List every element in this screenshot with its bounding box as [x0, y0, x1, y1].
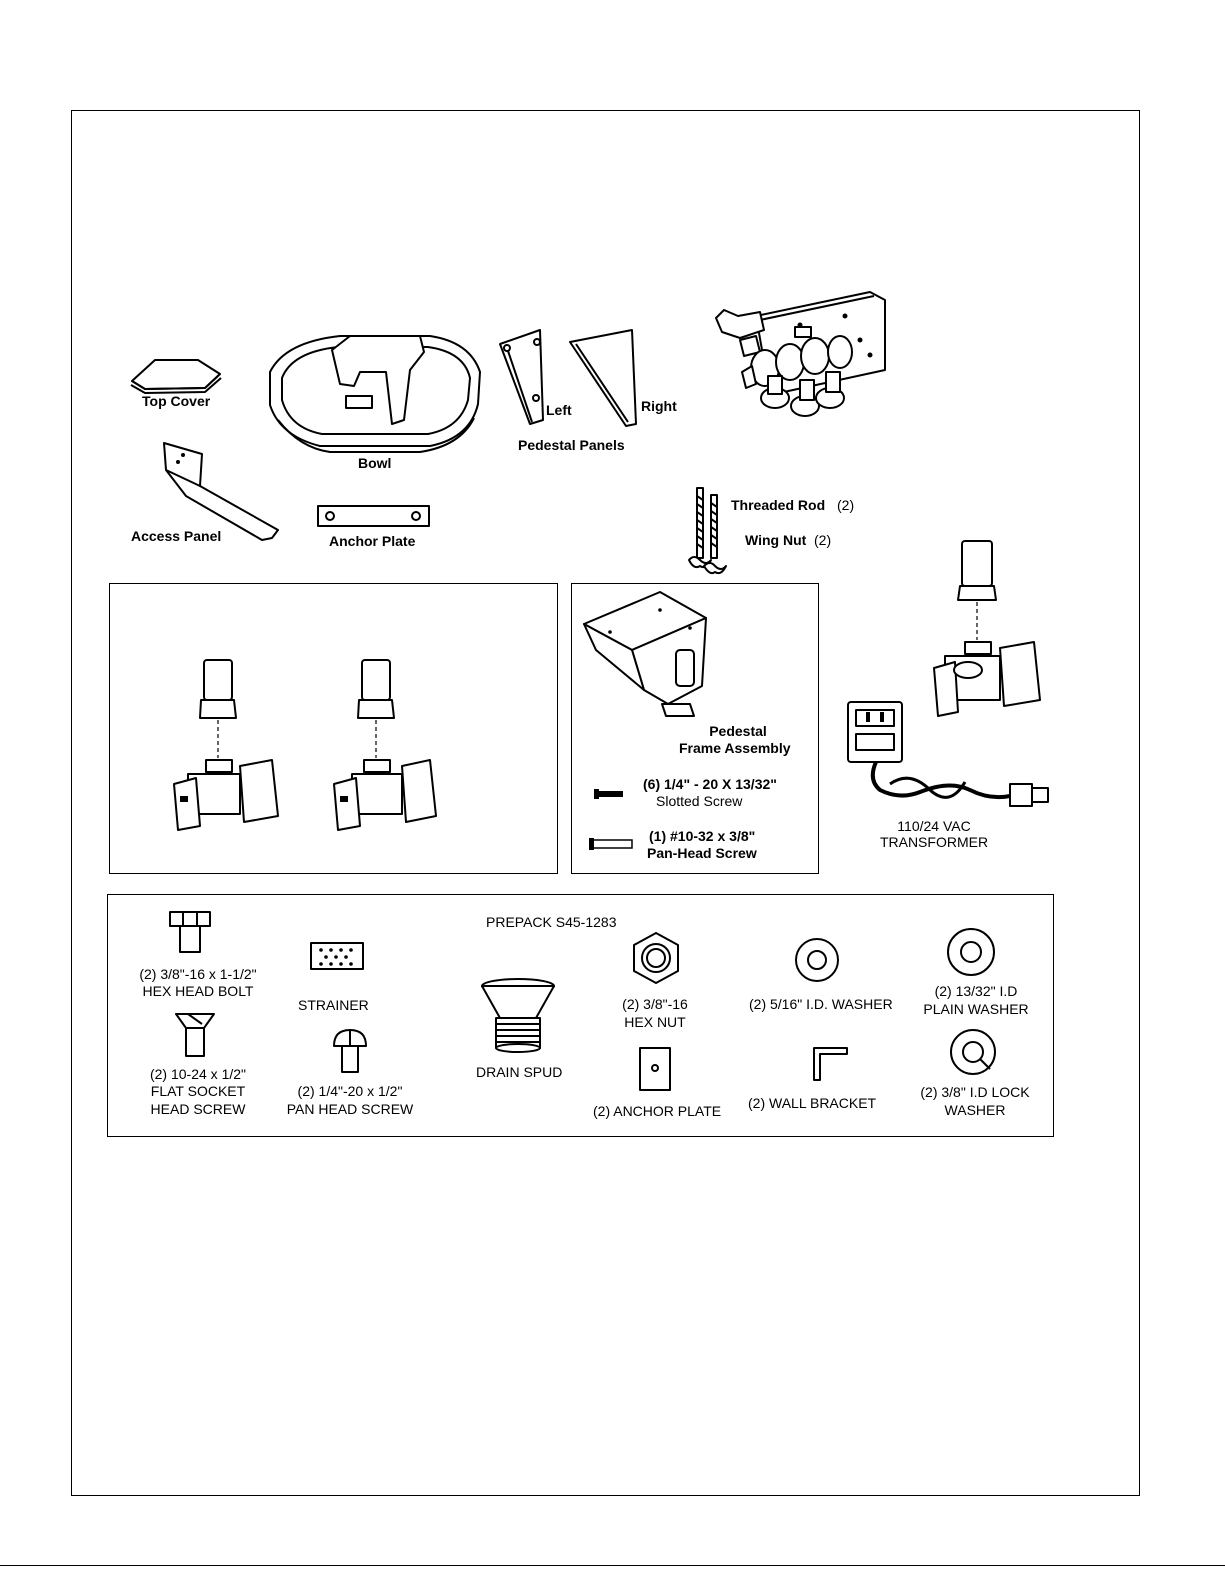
slotted-screw-qty: (6) 1/4" - 20 X 13/32"	[643, 776, 777, 792]
access-panel-label: Access Panel	[131, 528, 222, 544]
plain-washer-size: (2) 13/32" I.D	[934, 983, 1018, 999]
right-panel-label: Right	[641, 398, 677, 414]
bowl-drawing	[269, 335, 481, 453]
flat-socket-screw-drawing	[175, 1013, 215, 1057]
top-cover-label: Top Cover	[142, 393, 211, 409]
threaded-rod-qty: (2)	[837, 497, 855, 513]
pedestal-panel-left-drawing	[499, 329, 544, 425]
flat-socket-label-2: HEAD SCREW	[150, 1101, 246, 1117]
pan-head-screw-drawing	[589, 838, 633, 850]
hex-head-bolt-drawing	[169, 911, 211, 953]
pan-head-size: (2) 1/4"-20 x 1/2"	[297, 1083, 403, 1099]
prepack-title: PREPACK S45-1283	[486, 914, 617, 930]
plain-washer-label: PLAIN WASHER	[923, 1001, 1029, 1017]
stop-valve-2-drawing	[333, 659, 437, 831]
transformer-drawing	[847, 701, 1049, 807]
threaded-rod-drawing	[688, 487, 727, 575]
strainer-drawing	[310, 942, 364, 970]
footer-rule	[0, 1565, 1225, 1566]
pedestal-panels-label: Pedestal Panels	[518, 437, 625, 453]
pan-head-label: PAN HEAD SCREW	[286, 1101, 414, 1117]
top-cover-drawing	[130, 359, 222, 394]
flat-socket-size: (2) 10-24 x 1/2"	[149, 1066, 247, 1082]
prepack-box	[107, 894, 1054, 1137]
lock-washer-label: WASHER	[944, 1102, 1006, 1118]
pan-head-screw-label: Pan-Head Screw	[647, 845, 757, 861]
pedestal-panel-right-drawing	[569, 329, 637, 427]
pan-head-screw-qty: (1) #10-32 x 3/8"	[649, 828, 756, 844]
slotted-screw-drawing	[594, 789, 623, 799]
stop-valve-1-drawing	[173, 659, 279, 831]
wing-nut-qty: (2)	[814, 532, 832, 548]
strainer-label: STRAINER	[298, 997, 369, 1013]
anchor-plate-prepack-label: (2) ANCHOR PLATE	[593, 1103, 722, 1119]
frame-assembly-label: Frame Assembly	[679, 740, 791, 756]
hex-bolt-label: HEX HEAD BOLT	[142, 983, 254, 999]
wing-nut-label: Wing Nut	[745, 532, 807, 548]
anchor-plate-small-drawing	[639, 1047, 671, 1091]
flat-socket-label: FLAT SOCKET	[150, 1083, 246, 1099]
valves-box	[109, 583, 558, 874]
lock-washer-size: (2) 3/8" I.D LOCK	[920, 1084, 1030, 1100]
access-panel-drawing	[163, 442, 279, 541]
hex-bolt-size: (2) 3/8"-16 x 1-1/2"	[139, 966, 257, 982]
lock-washer-drawing	[950, 1029, 996, 1075]
pan-head-screw-small-drawing	[333, 1029, 367, 1073]
hex-nut-drawing	[633, 932, 679, 984]
left-panel-label: Left	[546, 402, 572, 418]
transformer-voltage: 110/24 VAC	[897, 818, 971, 834]
anchor-plate-label: Anchor Plate	[329, 533, 416, 549]
pedestal-label: Pedestal	[709, 723, 767, 739]
manifold-assembly-drawing	[715, 291, 886, 417]
drain-spud-drawing	[481, 978, 555, 1053]
hex-nut-label: HEX NUT	[624, 1014, 686, 1030]
anchor-plate-drawing	[317, 505, 430, 527]
bowl-label: Bowl	[358, 455, 392, 471]
stop-valve-right-drawing	[933, 540, 1041, 717]
washer-516-drawing	[795, 938, 839, 982]
wall-bracket-label: (2) WALL BRACKET	[748, 1095, 877, 1111]
pedestal-frame-drawing	[583, 591, 707, 717]
page-frame	[71, 110, 1140, 1496]
wall-bracket-drawing	[813, 1047, 848, 1081]
hex-nut-size: (2) 3/8"-16	[622, 996, 688, 1012]
slotted-screw-label: Slotted Screw	[656, 793, 743, 809]
washer-516-label: (2) 5/16" I.D. WASHER	[749, 996, 893, 1012]
plain-washer-drawing	[947, 928, 995, 976]
drain-spud-label: DRAIN SPUD	[476, 1064, 563, 1080]
transformer-label: TRANSFORMER	[879, 834, 989, 850]
threaded-rod-label: Threaded Rod	[731, 497, 826, 513]
pedestal-frame-box	[571, 583, 819, 874]
